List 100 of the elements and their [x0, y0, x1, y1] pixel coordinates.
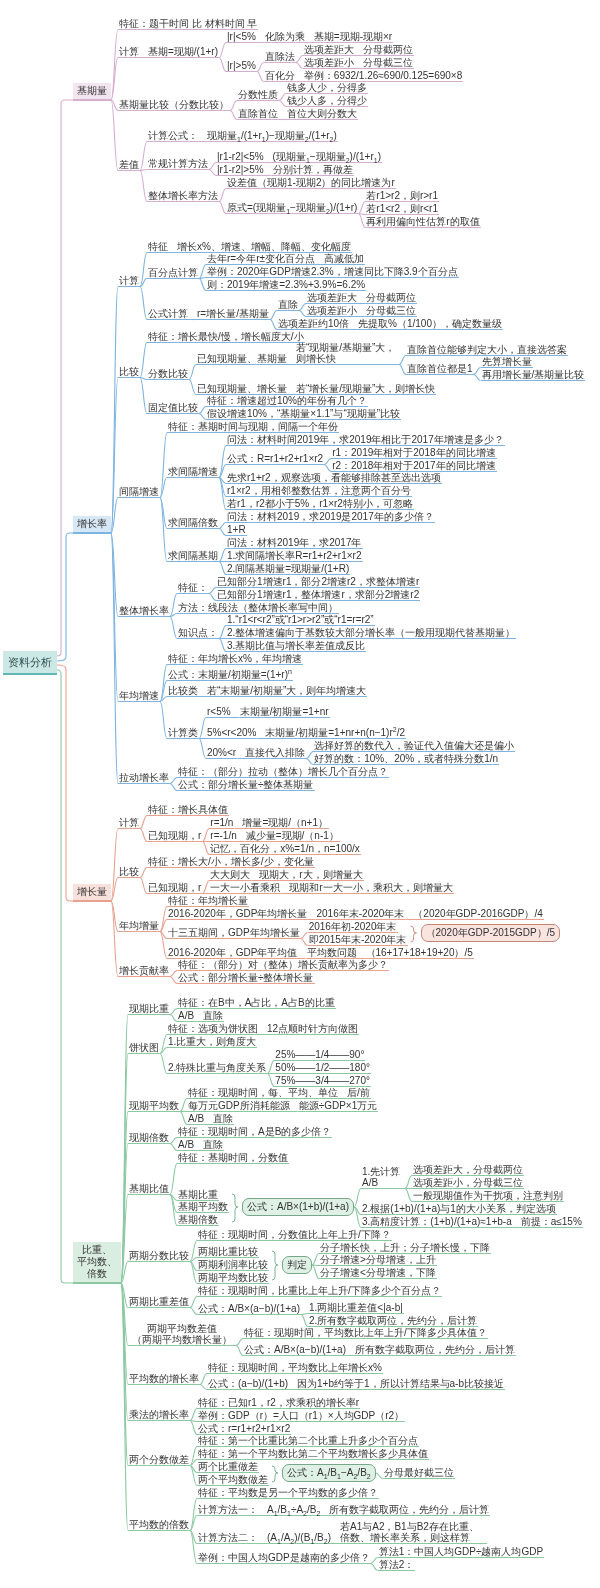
branch-line — [287, 393, 296, 396]
branch-line — [404, 918, 413, 921]
topic-label: A/B — [187, 1113, 206, 1125]
branch-line — [169, 1136, 178, 1145]
topic-label: A/B — [177, 1139, 196, 1151]
topic-label: 算法1：中国人均GDP÷越南人均GDP — [377, 1546, 545, 1558]
branch-line — [353, 1206, 362, 1216]
branch-line — [218, 637, 227, 653]
topic-label: 末期量/初期量=1+nr — [238, 706, 330, 718]
branch-line — [297, 957, 307, 960]
topic-label: 基期平均数 — [177, 1201, 229, 1213]
topic-label: 问法：材料2019年，求2017年 — [226, 537, 363, 549]
branch-line — [189, 1529, 198, 1565]
branch-line — [229, 99, 238, 112]
topic-label: (现期量$_{1}$−现期量$_{2}$)/(1+r$_{1}$) — [271, 151, 383, 163]
branch-line — [110, 99, 119, 112]
topic-label: 选项差距小 — [302, 57, 355, 69]
topic-label: 特征：选项为饼状图 — [167, 1023, 259, 1035]
topic-label: 特征：现期时间，平均数比上年增长x% — [207, 1362, 383, 1374]
topic-label: 首位大则分数大 — [286, 108, 358, 120]
topic-label: 知识点： — [177, 627, 219, 639]
topic-label: 求间隔倍数 — [167, 517, 219, 529]
branch-line — [169, 615, 178, 640]
branch-line — [353, 1206, 362, 1229]
topic-label: 原式=(现期量$_{1}$−现期量$_{2}$)/(1+r) — [226, 202, 359, 214]
branch-line — [168, 251, 177, 254]
branch-line — [288, 1388, 297, 1391]
branch-line — [198, 263, 207, 280]
topic-label: 好算的数：10%、20%，或者特殊分数1/n — [313, 753, 500, 765]
branch-line — [179, 1097, 188, 1113]
summary-box: 公式：A/B×(1+b)/(1+a) — [242, 1198, 354, 1216]
topic-label: 特征：现期时间，每、平均、单位 — [187, 1087, 339, 1099]
topic-label: 两个分数做差 — [128, 1454, 190, 1466]
topic-label: 1+R — [226, 524, 247, 536]
topic-label: 公式：末期量/初期量=(1+r)$^{n}$ — [167, 669, 293, 681]
topic-label: （2020年GDP-2016GDP）/4 — [412, 908, 544, 920]
branch-line — [139, 876, 148, 895]
topic-label: 3.高精度计算：(1+b)/(1+a)≈1+b-a — [361, 1216, 513, 1228]
topic-label: 间隔增速 — [118, 486, 160, 498]
topic-label: 所有数字截取两位，先约分，后计算 — [328, 1504, 491, 1516]
branch-line — [139, 277, 148, 288]
branch-line — [139, 285, 148, 321]
branch-line — [266, 1059, 275, 1075]
topic-label: 记忆，百化分，x%=1/n，n=100/x — [209, 843, 361, 855]
topic-label: (A$_{1}$/A$_{2}$)/(B$_{1}$/B$_{2}$) — [266, 1532, 332, 1544]
topic-label: 75%——3/4——270° — [274, 1075, 371, 1087]
branch-line — [338, 1097, 347, 1100]
topic-label: 后/前 — [346, 1087, 371, 1099]
branch-line — [218, 476, 227, 485]
branch-line — [159, 1046, 168, 1055]
branch-line — [201, 879, 210, 895]
branch-line — [189, 1407, 198, 1422]
branch-line — [305, 41, 314, 44]
branch-line — [110, 532, 119, 785]
topic-label: 已知现期量、增长量 — [196, 383, 288, 395]
branch-line — [258, 1514, 267, 1517]
topic-label: 特征：（部分）拉动（整体）增长几个百分点？ — [177, 766, 389, 778]
topic-label: 特征：基期时间，分数值 — [177, 1152, 289, 1164]
topic-label: 常规计算方法 — [147, 158, 209, 170]
topic-label: 选项差距大 — [305, 292, 358, 304]
topic-label: 每万元GDP所消耗能源 — [187, 1100, 291, 1112]
topic-label: 再用增长量/基期量比较 — [480, 369, 586, 381]
branch-line — [331, 1542, 340, 1545]
branch-line — [218, 637, 227, 640]
topic-label: r2：2018年相对于2017年的同比增速 — [331, 460, 497, 472]
topic-label: A/B — [177, 1010, 196, 1022]
topic-label: 所有数字截取两位，先约分，后计算 — [354, 1344, 516, 1356]
branch-line — [56, 664, 74, 902]
branch-line — [357, 212, 366, 229]
topic-label: 问法：材料2019，求2019是2017年的多少倍？ — [226, 511, 435, 523]
branch-line — [169, 975, 178, 985]
branch-line — [159, 679, 168, 703]
topic-label: 12点顺时针方向做图 — [266, 1023, 360, 1035]
topic-label: 比较 — [118, 866, 140, 878]
branch-line — [354, 67, 363, 70]
topic-label: 固定值比较 — [147, 402, 199, 414]
topic-label: 1.求间隔增长率R=r1+r2+r1×r2 — [226, 550, 363, 562]
branch-line — [139, 814, 148, 830]
topic-label: 基期比重 — [177, 1189, 219, 1201]
branch-line — [218, 560, 227, 576]
branch-line — [56, 99, 74, 657]
topic-label: 现期量$_{1}$/(1+r$_{1}$)−现期量$_{2}$/(1+r$_{2}$) — [206, 130, 338, 142]
topic-label: 大大则大 — [209, 869, 252, 881]
topic-label: 特征：现期时间，平均数比上年上升/下降多少具体值？ — [243, 1327, 488, 1339]
topic-label: 选项差距大 — [302, 44, 355, 56]
branch-line — [233, 827, 242, 830]
topic-label: 饼状图 — [128, 1042, 160, 1054]
branch-line — [218, 56, 227, 73]
topic-label: 2016-2020年，GDP年均增长量 — [167, 908, 309, 920]
branch-line — [189, 1464, 198, 1474]
topic-label: 钱多人少，分得多 — [286, 82, 368, 94]
branch-line — [56, 532, 74, 662]
branch-line — [280, 892, 289, 895]
branch-line — [356, 957, 366, 960]
topic-label: 特征：第一个比重比第二个比重上升多少个百分点 — [197, 1435, 419, 1447]
branch-line — [198, 737, 207, 740]
branch-line — [139, 169, 148, 203]
branch-line — [264, 161, 273, 164]
branch-line — [236, 757, 245, 760]
branch-line — [159, 905, 168, 933]
